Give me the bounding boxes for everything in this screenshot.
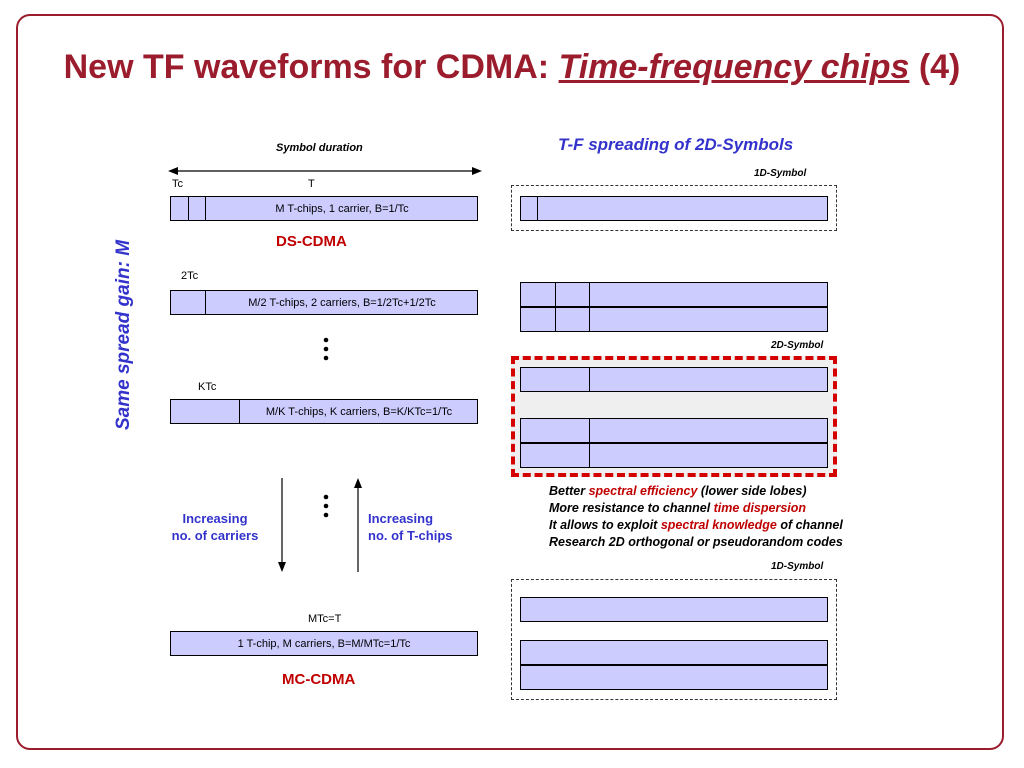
down-arrow	[278, 478, 286, 572]
sym2-label: 2D-Symbol	[771, 340, 824, 351]
chip-cell	[521, 368, 590, 391]
sym3-row-3	[520, 665, 828, 690]
benefit-item: It allows to exploit spectral knowledge …	[549, 518, 843, 532]
tf-spreading-title: T-F spreading of 2D-Symbols	[558, 135, 794, 154]
tc-label: Tc	[172, 178, 183, 190]
grid-row-2	[520, 307, 828, 332]
title-suffix: (4)	[909, 48, 961, 86]
sym1-label: 1D-Symbol	[754, 168, 807, 179]
chip-cell	[521, 444, 590, 467]
chip-cell	[189, 197, 206, 220]
ds-cdma-box-text: M T-chips, 1 carrier, B=1/Tc	[275, 202, 409, 215]
two-tc-label: 2Tc	[181, 270, 199, 282]
increasing-carriers-line2: no. of carriers	[171, 528, 259, 543]
k-carriers-box-text: M/K T-chips, K carriers, B=K/KTc=1/Tc	[265, 405, 453, 418]
increasing-tchips-label: Increasing no. of T-chips	[368, 510, 478, 544]
chip-cell	[521, 197, 538, 220]
ellipsis-dots	[323, 337, 329, 361]
chip-cell	[521, 308, 556, 331]
chip-cell	[556, 283, 590, 306]
mc-cdma-box-text: 1 T-chip, M carriers, B=M/MTc=1/Tc	[237, 637, 411, 650]
title-emphasis: Time-frequency chips	[558, 48, 910, 86]
ktc-label: KTc	[198, 381, 217, 393]
increasing-carriers-label: Increasing no. of carriers	[160, 510, 270, 544]
up-arrow	[354, 478, 362, 572]
mc-cdma-box: 1 T-chip, M carriers, B=M/MTc=1/Tc	[170, 631, 478, 656]
slide-frame	[16, 14, 1004, 750]
sym2-row-2	[520, 418, 828, 443]
k-carriers-box: M/K T-chips, K carriers, B=K/KTc=1/Tc	[170, 399, 478, 424]
chip-cell	[521, 283, 556, 306]
sym3-row-1	[520, 597, 828, 622]
increasing-tchips-line1: Increasing	[368, 511, 434, 526]
symbol-duration-label: Symbol duration	[276, 142, 363, 154]
half-carriers-box-text: M/2 T-chips, 2 carriers, B=1/2Tc+1/2Tc	[248, 296, 436, 309]
benefits-list: Better spectral efficiency (lower side l…	[549, 483, 843, 551]
ds-cdma-title: DS-CDMA	[276, 233, 347, 250]
mc-cdma-title: MC-CDMA	[282, 671, 356, 688]
symbol-duration-arrow	[168, 167, 482, 175]
ds-cdma-box: M T-chips, 1 carrier, B=1/Tc	[170, 196, 478, 221]
benefit-item: Research 2D orthogonal or pseudorandom c…	[549, 535, 843, 549]
chip-cell	[171, 400, 240, 423]
sym1-frame	[511, 185, 837, 231]
sym1-box	[520, 196, 828, 221]
slide-title: New TF waveforms for CDMA: Time-frequenc…	[0, 48, 1024, 87]
sym2-row-3	[520, 443, 828, 468]
same-spread-gain-label: Same spread gain: M	[113, 239, 134, 431]
chip-cell	[556, 308, 590, 331]
increasing-carriers-line1: Increasing	[182, 511, 248, 526]
half-carriers-box: M/2 T-chips, 2 carriers, B=1/2Tc+1/2Tc	[170, 290, 478, 315]
increasing-tchips-line2: no. of T-chips	[368, 528, 453, 543]
sym3-label: 1D-Symbol	[771, 561, 824, 572]
chip-cell	[521, 419, 590, 442]
chip-cell	[171, 291, 206, 314]
t-label: T	[308, 178, 315, 190]
benefit-item: Better spectral efficiency (lower side l…	[549, 484, 807, 498]
title-main: New TF waveforms for CDMA:	[63, 48, 559, 86]
sym3-frame	[511, 579, 837, 700]
mtc-label: MTc=T	[308, 613, 342, 625]
chip-cell	[171, 197, 189, 220]
sym3-row-2	[520, 640, 828, 665]
grid-row-1	[520, 282, 828, 307]
benefit-item: More resistance to channel time dispersi…	[549, 501, 807, 515]
ellipsis-dots	[323, 494, 329, 518]
sym2-row-1	[520, 367, 828, 392]
